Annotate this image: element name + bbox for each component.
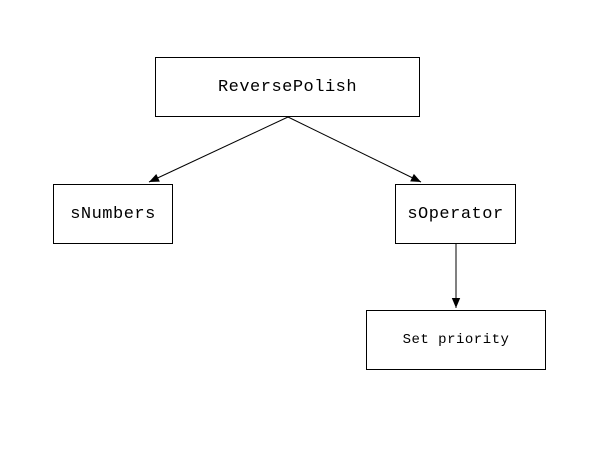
node-snumbers: sNumbers [53,184,173,244]
node-setpriority-label: Set priority [402,332,510,348]
node-setpriority: Set priority [366,310,546,370]
node-reversepolish: ReversePolish [155,57,420,117]
node-reversepolish-label: ReversePolish [217,77,358,97]
edge-reversepolish-soperator [287,116,422,183]
node-soperator-label: sOperator [407,204,504,224]
node-soperator: sOperator [395,184,516,244]
edge-reversepolish-snumbers [148,116,289,183]
node-snumbers-label: sNumbers [70,204,156,224]
